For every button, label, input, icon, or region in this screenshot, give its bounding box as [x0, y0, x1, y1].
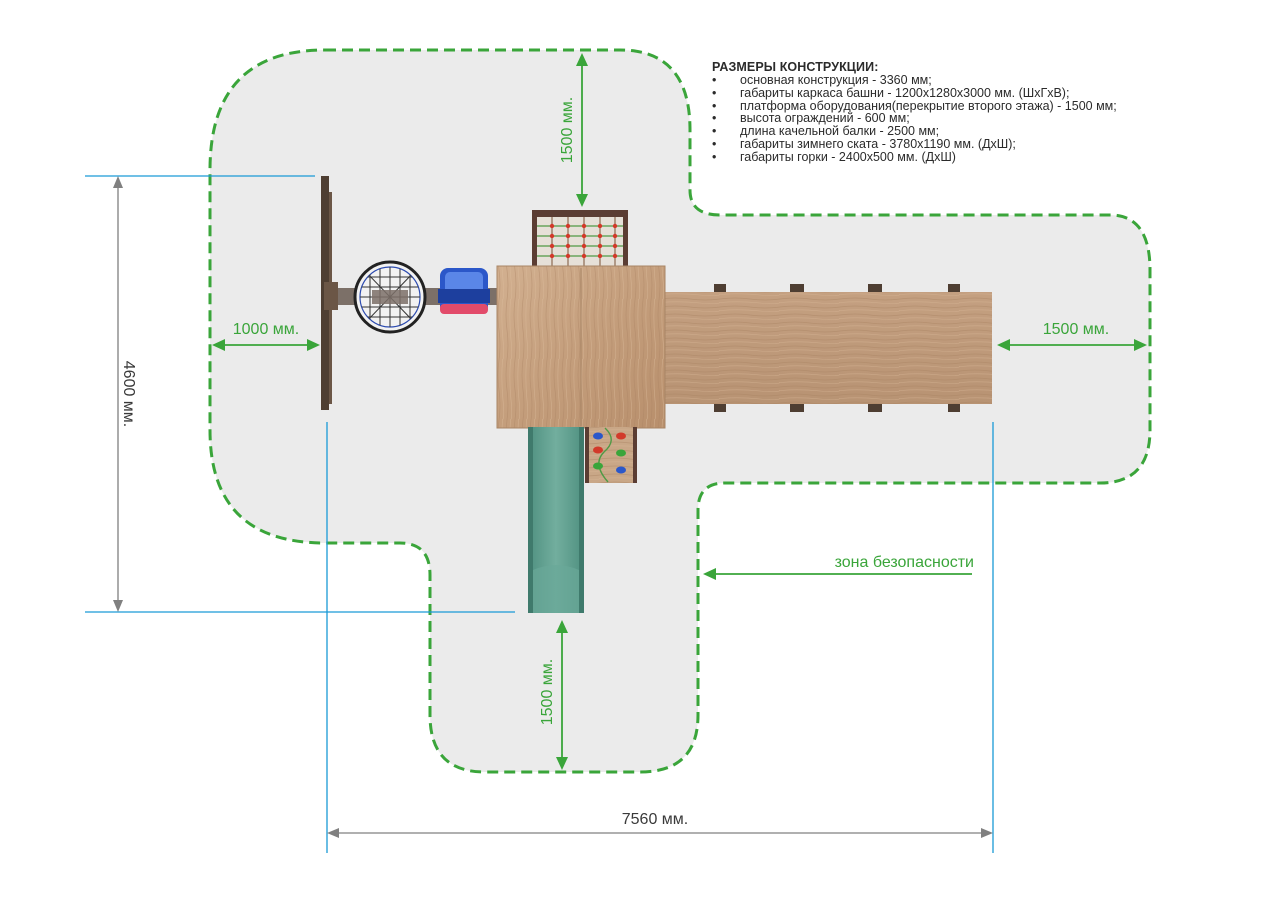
width-dimension-label: 7560 мм. [622, 811, 688, 828]
safety-zone [208, 48, 1152, 774]
clearance-arrows [212, 53, 1147, 770]
legend-item: •габариты горки - 2400х500 мм. (ДхШ) [712, 149, 956, 164]
nest-swing [353, 260, 427, 334]
baby-swing-seat [438, 268, 490, 314]
width-dimension: 7560 мм. [326, 422, 994, 853]
legend-item: •габариты каркаса башни - 1200х1280х3000… [712, 85, 1070, 100]
construction-dimensions-legend: РАЗМЕРЫ КОНСТРУКЦИИ: •основная конструкц… [712, 60, 1272, 164]
legend-item: •габариты зимнего ската - 3780х1190 мм. … [712, 136, 1016, 151]
legend-item: •платформа оборудования(перекрытие второ… [712, 98, 1117, 113]
tower-roof [496, 265, 666, 429]
legend-item: •длина качельной балки - 2500 мм; [712, 124, 940, 139]
legend-list: •основная конструкция - 3360 мм; •габари… [712, 74, 1272, 164]
top-clearance-label: 1500 мм. [559, 97, 576, 163]
height-dimension-label: 4600 мм. [120, 361, 137, 427]
height-dimension: 4600 мм. [85, 175, 515, 613]
legend-item: •основная конструкция - 3360 мм; [712, 73, 932, 87]
climbing-wall [585, 427, 637, 483]
legend-item: •высота ограждений - 600 мм; [712, 111, 910, 126]
legend-title: РАЗМЕРЫ КОНСТРУКЦИИ: [712, 60, 879, 74]
swing-frame [321, 176, 338, 410]
left-clearance-label: 1000 мм. [233, 321, 299, 338]
right-clearance-label: 1500 мм. [1043, 321, 1109, 338]
bottom-clearance-label: 1500 мм. [539, 659, 556, 725]
winter-ramp [664, 284, 992, 412]
rope-net-ladder [532, 210, 628, 270]
safety-zone-label: зона безопасности [835, 554, 974, 571]
slide [528, 427, 584, 613]
